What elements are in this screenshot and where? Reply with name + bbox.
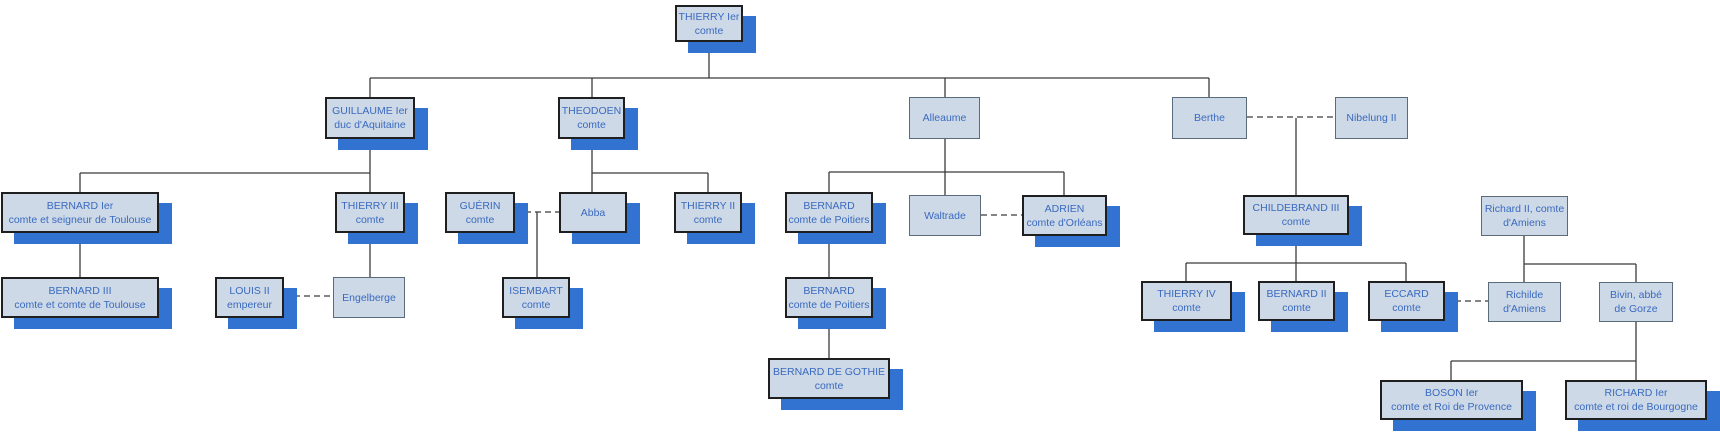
node-title: comte bbox=[693, 213, 723, 226]
node-name: GUÉRIN bbox=[459, 199, 501, 212]
node-name: RICHARD Ier bbox=[1604, 387, 1668, 399]
node-name: Engelberge bbox=[342, 291, 396, 304]
node-name: BERNARD Ier bbox=[46, 199, 114, 212]
tree-node-bivin[interactable]: Bivin, abbé de Gorze bbox=[1599, 282, 1673, 322]
node-title: comte et comte de Toulouse bbox=[14, 298, 146, 311]
tree-node-berthe[interactable]: Berthe bbox=[1172, 97, 1247, 139]
node-name: ECCARD bbox=[1384, 288, 1429, 300]
tree-node-eccard[interactable]: ECCARD comte bbox=[1368, 281, 1445, 321]
node-name: BERNARD DE GOTHIE bbox=[772, 365, 885, 378]
node-title: comte bbox=[355, 213, 385, 226]
tree-node-guillaume1[interactable]: GUILLAUME Ier duc d'Aquitaine bbox=[325, 97, 415, 139]
tree-node-alleaume[interactable]: Alleaume bbox=[909, 97, 980, 139]
node-title: comte bbox=[694, 24, 724, 37]
tree-node-thierry4[interactable]: THIERRY IV comte bbox=[1141, 281, 1232, 321]
tree-node-bernard2[interactable]: BERNARD II comte bbox=[1258, 281, 1335, 321]
tree-node-boson1[interactable]: BOSON Ier comte et Roi de Provence bbox=[1380, 380, 1523, 420]
node-name: LOUIS II bbox=[229, 284, 270, 297]
node-title: duc d'Aquitaine bbox=[334, 119, 406, 131]
node-name: BERNARD III bbox=[48, 284, 112, 297]
tree-node-richilde[interactable]: Richilde d'Amiens bbox=[1488, 282, 1561, 322]
tree-node-nibelung2[interactable]: Nibelung II bbox=[1335, 97, 1408, 139]
node-title: comte bbox=[1172, 302, 1201, 314]
node-title: comte bbox=[577, 119, 606, 131]
node-title: comte de Poitiers bbox=[788, 213, 870, 226]
node-name: Berthe bbox=[1194, 112, 1225, 124]
tree-node-richard2[interactable]: Richard II, comte d'Amiens bbox=[1481, 196, 1568, 236]
node-title: d'Amiens bbox=[1503, 303, 1546, 315]
node-name: CHILDEBRAND III bbox=[1252, 202, 1340, 214]
node-title: comte bbox=[814, 379, 844, 392]
node-title: comte et seigneur de Toulouse bbox=[8, 213, 152, 226]
node-name: BERNARD bbox=[803, 199, 855, 212]
node-title: comte bbox=[1392, 302, 1421, 314]
node-name: THIERRY II bbox=[680, 199, 736, 212]
tree-node-childebrand3[interactable]: CHILDEBRAND III comte bbox=[1243, 195, 1349, 235]
node-title: d'Amiens bbox=[1503, 217, 1546, 229]
node-title: comte bbox=[521, 298, 551, 311]
node-title: comte bbox=[465, 213, 495, 226]
node-name: Richard II, comte bbox=[1484, 203, 1565, 215]
node-title: empereur bbox=[227, 298, 272, 311]
tree-node-theodoen[interactable]: THEODOEN comte bbox=[558, 97, 625, 139]
tree-node-richard1[interactable]: RICHARD Ier comte et roi de Bourgogne bbox=[1565, 380, 1707, 420]
node-name: THIERRY III bbox=[341, 199, 399, 212]
node-title: comte d'Orléans bbox=[1026, 216, 1103, 229]
node-title: comte et roi de Bourgogne bbox=[1574, 401, 1698, 413]
node-name: Waltrade bbox=[924, 209, 966, 222]
node-title: comte bbox=[1282, 302, 1311, 314]
tree-node-engelberge[interactable]: Engelberge bbox=[333, 277, 405, 318]
node-name: BERNARD II bbox=[1266, 288, 1327, 300]
node-name: BERNARD bbox=[803, 284, 855, 297]
node-name: THIERRY Ier bbox=[678, 10, 740, 23]
node-title: comte bbox=[1281, 216, 1311, 228]
tree-node-abba[interactable]: Abba bbox=[559, 192, 627, 233]
node-name: THIERRY IV bbox=[1157, 288, 1216, 300]
node-name: Richilde bbox=[1505, 289, 1544, 301]
node-title: comte et Roi de Provence bbox=[1391, 401, 1512, 413]
node-name: BOSON Ier bbox=[1424, 387, 1479, 399]
node-name: ISEMBART bbox=[509, 284, 563, 297]
node-title: de Gorze bbox=[1614, 303, 1658, 315]
node-name: Nibelung II bbox=[1346, 112, 1397, 124]
node-name: Abba bbox=[580, 206, 606, 219]
tree-node-waltrade[interactable]: Waltrade bbox=[909, 195, 981, 236]
node-name: GUILLAUME Ier bbox=[332, 105, 408, 117]
node-title: comte de Poitiers bbox=[788, 298, 870, 311]
node-name: Bivin, abbé bbox=[1610, 289, 1662, 301]
node-name: THEODOEN bbox=[561, 105, 622, 117]
node-name: ADRIEN bbox=[1044, 202, 1085, 215]
node-name: Alleaume bbox=[922, 112, 967, 124]
